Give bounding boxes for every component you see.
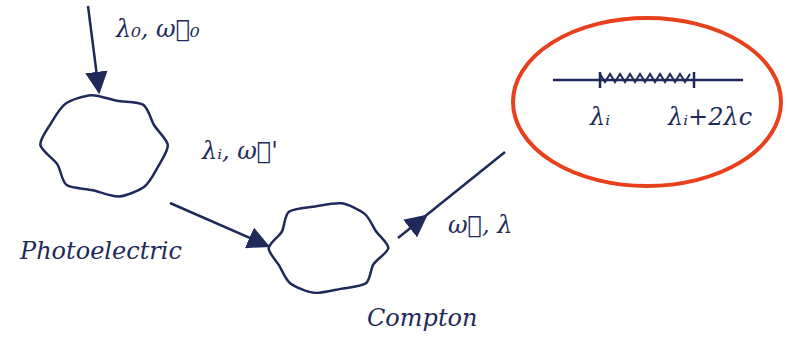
- photon-label: ω⃗, λ: [446, 212, 514, 238]
- wavelength-range-circle: λᵢ λᵢ+2λc: [508, 12, 786, 192]
- hatched-range: [600, 74, 690, 82]
- node-outline: [508, 12, 786, 192]
- node-label: Photoelectric: [20, 238, 182, 264]
- photoelectric-blob: Photoelectric: [12, 88, 186, 283]
- node-label: λᵢ: [590, 104, 610, 130]
- node-label: Compton: [367, 305, 477, 331]
- blob-outline: [40, 95, 168, 196]
- photon-label: λ₀, ω⃗₀: [114, 16, 202, 42]
- blob-outline: [269, 203, 389, 293]
- red-circle-outline: [513, 18, 781, 186]
- incoming-photon-arrow: [88, 6, 99, 92]
- range-ticks: [600, 72, 694, 88]
- edge-label: λᵢ, ω⃗': [200, 138, 280, 164]
- node-label: λᵢ+2λc: [668, 104, 752, 130]
- wavelength-axis: [553, 79, 743, 82]
- outgoing-photon-arrowhead: [412, 216, 426, 227]
- photon-connector: [170, 203, 268, 246]
